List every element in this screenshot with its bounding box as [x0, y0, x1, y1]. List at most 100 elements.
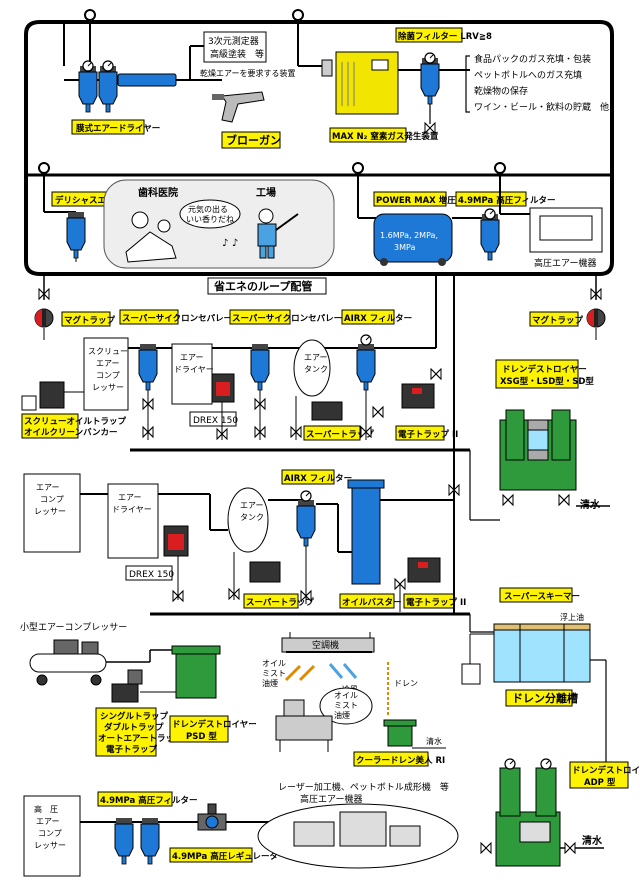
membrane-dryer [117, 73, 177, 87]
drain-label: ドレン [394, 679, 418, 688]
filter-49-bottom-label: 4.9MPa 高圧フィルター [100, 795, 198, 806]
clean-water-2: 清水 [582, 834, 603, 847]
psd-2: PSD 型 [186, 731, 217, 742]
air-tank-1 [293, 339, 331, 397]
filter-49-top-label: 4.9MPa 高圧フィルター [458, 195, 556, 206]
speech-2: いい香りだね [186, 214, 234, 224]
measure-box [203, 31, 267, 63]
e-trap-1-device [401, 383, 435, 409]
trap-3: オートエアートラップ [98, 733, 183, 744]
cooler-drain-device [383, 719, 417, 747]
traps-device [111, 669, 143, 703]
aircon-label: 空調機 [312, 639, 339, 651]
trap-1: シングルトラップ [100, 711, 169, 722]
oil-collection-bottle [461, 663, 481, 685]
worker-illustration [257, 208, 299, 259]
svg-text:♪ ♪: ♪ ♪ [222, 238, 238, 249]
use-2: ペットボトルへのガス充填 [474, 69, 582, 81]
loop-pipe-label: 省エネのループ配管 [213, 279, 312, 293]
air-tank-2-1: エアー [240, 501, 264, 510]
drain-separator-tank [493, 623, 591, 683]
adp-2: ADP 型 [584, 777, 616, 788]
hp-comp-2: エアー [36, 817, 60, 826]
dentist-illustration [125, 211, 177, 263]
air-dryer-1-line2: ドライヤー [174, 365, 214, 374]
dry-air-label: 乾燥エアーを要求する装置 [200, 68, 296, 78]
hp-equipment-label: 高圧エアー機器 [534, 257, 596, 269]
air-compressor-2 [23, 473, 81, 553]
oil-trap-line1: スクリューオイルトラップ [24, 416, 127, 427]
super-cyclone-1-label: スーパーサイクロンセパレータ [122, 313, 241, 324]
airx-filter-2-label: AIRX フィルター [284, 473, 352, 484]
oil-mist-1-2: ミスト [262, 669, 286, 678]
machine-tool [275, 699, 333, 752]
oil-buster-device [338, 479, 385, 585]
air-dryer-2 [107, 483, 159, 559]
drain-destroyer-top-1: ドレンデストロイヤー [502, 364, 587, 375]
psd-device [171, 645, 221, 699]
blow-gun-icon [212, 91, 265, 123]
regulator-label: 4.9MPa 高圧レギュレーター [172, 851, 287, 862]
air-comp-2-1: エアー [36, 483, 60, 492]
super-skimmer-label: スーパースキーマー [504, 591, 580, 602]
drain-destroyer-top-unit [499, 409, 577, 491]
factory-label: 工場 [256, 186, 276, 199]
screw-compressor [83, 337, 129, 411]
booster-unit [373, 213, 453, 263]
regulator [197, 803, 227, 831]
aircon-unit [281, 632, 375, 653]
dental-label: 歯科医院 [138, 186, 178, 199]
drain-destroyer-top-2: XSG型・LSD型・SD型 [500, 376, 594, 387]
trap-2: ダブルトラップ [104, 722, 164, 733]
adp-unit [495, 767, 561, 867]
air-dryer-2-1: エアー [118, 493, 142, 502]
cooler-drain-label: クーラードレン美人 RI [356, 755, 445, 766]
laser-machine [293, 811, 421, 847]
oil-buster-label: オイルバスター [342, 597, 402, 608]
speech-1: 元気の出る [188, 204, 228, 214]
small-compressor [29, 639, 107, 686]
e-trap-2-device [407, 557, 441, 583]
oil-mist-cloud [319, 687, 373, 725]
air-dryer-2-2: ドライヤー [112, 505, 152, 514]
oil-mist-2-1: オイル [334, 691, 358, 700]
oil-mist-1-1: オイル [262, 659, 286, 668]
air-tank-2 [227, 487, 269, 553]
clean-water-1: 清水 [580, 498, 601, 511]
laser-hp-1: レーザー加工機、ペットボトル成形機 等 [278, 781, 449, 793]
oil-trap-device [39, 381, 65, 409]
clean-water-small: 清水 [426, 736, 442, 746]
super-trap-2-device [249, 561, 281, 583]
super-trap-2-label: スーパートラップ [246, 597, 314, 608]
screw-comp-3: コンプ [96, 371, 120, 380]
super-cyclone-2-label: スーパーサイクロンセパレータ [232, 313, 351, 324]
delicious-air-label: デリシャスエアー [55, 195, 123, 206]
screw-comp-2: エアー [96, 359, 120, 368]
membrane-dryer-label: 膜式エアードライヤー [76, 123, 160, 134]
super-trap-1-label: スーパートラップ [306, 429, 374, 440]
screw-comp-1: スクリュー [88, 347, 128, 356]
air-dryer-1-line1: エアー [180, 353, 204, 362]
mag-trap-right-label: マグトラップ [532, 315, 584, 326]
oil-mist-2-2: ミスト [334, 701, 358, 710]
measure-line-2: 高級塗装 等 [210, 48, 264, 60]
super-trap-1-device [311, 401, 343, 421]
air-tank-2-2: タンク [240, 513, 264, 522]
drex-1-label: DREX 150 [193, 416, 238, 426]
hp-comp-4: レッサー [34, 841, 66, 850]
max-n2-label: MAX N₂ 窒素ガス発生装置 [332, 131, 439, 142]
air-tank-1-line2: タンク [304, 365, 328, 374]
trap-4: 電子トラップ [106, 744, 158, 755]
booster-spec-2: 3MPa [394, 243, 415, 252]
mag-trap-left-label: マグトラップ [64, 315, 116, 326]
power-max-label: POWER MAX 増圧装置 [376, 195, 473, 206]
air-comp-2-2: コンプ [40, 495, 64, 504]
e-trap-1-label: 電子トラップ II [398, 429, 458, 440]
hp-compressor [23, 795, 81, 877]
max-n2-machine [335, 51, 399, 115]
adp-1: ドレンデストロイヤー [572, 765, 640, 776]
booster-spec-1: 1.6MPa, 2MPa, [380, 231, 438, 240]
drain-separator-label: ドレン分離槽 [512, 691, 578, 705]
oil-mist-1-3: 油煙 [262, 678, 278, 688]
blow-gun-label: ブローガン [226, 133, 281, 147]
